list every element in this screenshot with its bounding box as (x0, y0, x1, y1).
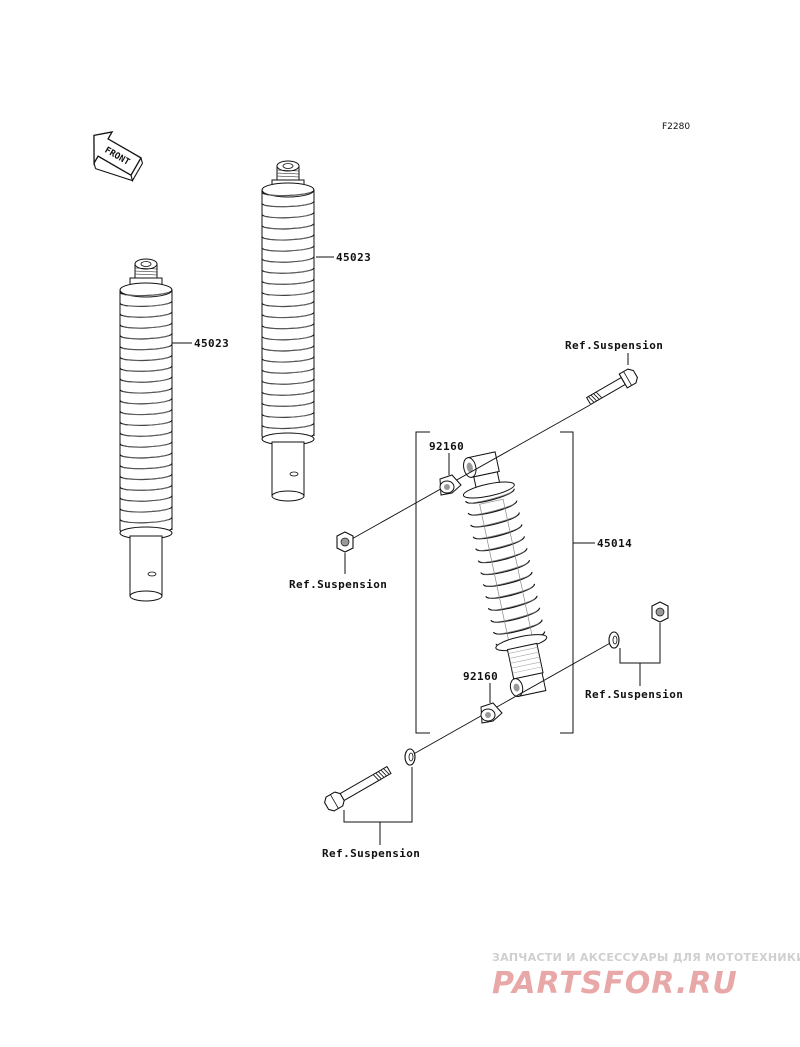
left-nut[interactable] (336, 531, 354, 553)
axis-line-lower (409, 641, 613, 757)
label-collar-lower: 92160 (463, 670, 498, 683)
shock-absorber-45014[interactable] (456, 449, 558, 698)
right-washer[interactable] (608, 631, 620, 649)
collar-lower-92160[interactable] (480, 702, 503, 724)
watermark-brand: PARTSFOR.RU (492, 966, 738, 1001)
ref-right[interactable]: Ref.Suspension (585, 688, 683, 701)
label-spring-b: 45023 (336, 251, 371, 264)
upper-bolt[interactable] (585, 367, 640, 408)
label-spring-a: 45023 (194, 337, 229, 350)
ref-top-right[interactable]: Ref.Suspension (565, 339, 663, 352)
watermark-tagline: ЗАПЧАСТИ И АКСЕССУАРЫ ДЛЯ МОТОТЕХНИКИ (492, 951, 800, 964)
label-collar-upper: 92160 (429, 440, 464, 453)
spring-45023-left[interactable] (119, 258, 173, 602)
axis-line-upper (349, 404, 591, 541)
label-shock-absorber: 45014 (597, 537, 632, 550)
assembly-bracket-left (415, 431, 430, 734)
spring-45023-right[interactable] (261, 160, 315, 502)
leader-ref-right-bracket (619, 623, 661, 664)
ref-bottom[interactable]: Ref.Suspension (322, 847, 420, 860)
collar-upper-92160[interactable] (439, 474, 462, 496)
right-nut[interactable] (651, 601, 669, 623)
ref-left[interactable]: Ref.Suspension (289, 578, 387, 591)
front-direction-arrow-icon: FRONT (93, 131, 144, 183)
leader-ref-bottom-bracket (343, 767, 413, 823)
lower-bolt[interactable] (323, 763, 393, 813)
assembly-bracket-right (560, 431, 574, 734)
diagram-code: F2280 (662, 122, 690, 132)
lower-washer[interactable] (404, 748, 416, 766)
